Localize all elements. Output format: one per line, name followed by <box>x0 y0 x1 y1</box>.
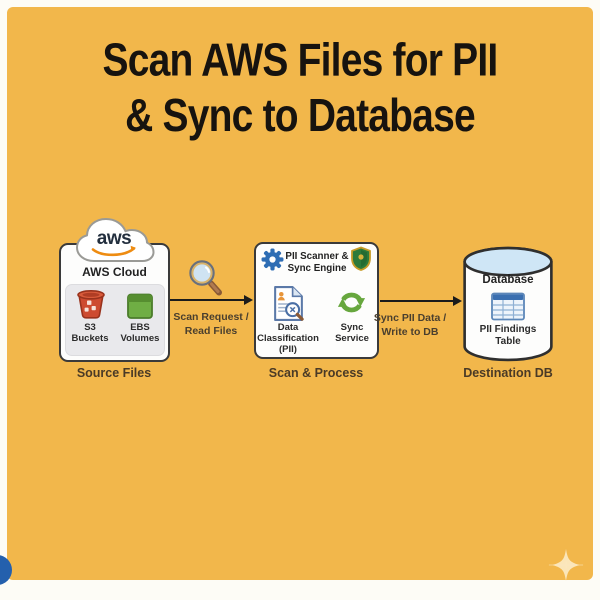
ebs-volume-icon <box>127 293 153 319</box>
edge-logo-circle <box>0 555 12 585</box>
aws-cloud-box-title: AWS Cloud <box>82 265 147 279</box>
arrow-process-to-db-head <box>453 296 462 306</box>
arrow-source-to-process <box>170 299 244 301</box>
arrow2-label: Sync PII Data / Write to DB <box>360 312 460 339</box>
s3-bucket-icon <box>77 290 105 319</box>
sync-arrows-icon <box>337 292 366 313</box>
arrow1-label: Scan Request / Read Files <box>161 311 261 338</box>
s3-bucket-label: S3 Buckets <box>71 322 109 345</box>
arrow-process-to-db <box>380 300 453 302</box>
pii-scanner-title-line2: Sync Engine <box>287 263 347 275</box>
sync-service-label: Sync Service <box>335 322 369 345</box>
pii-scanner-box-title: PII Scanner & Sync Engine <box>281 251 353 275</box>
data-classification-label: Data Classification (PII) <box>257 322 319 356</box>
shield-icon <box>351 246 371 271</box>
aws-logo-text: aws <box>97 228 131 249</box>
database-table-icon <box>491 292 525 321</box>
arrow-source-to-process-head <box>244 295 253 305</box>
source-caption: Source Files <box>76 366 152 380</box>
gear-icon <box>261 248 284 271</box>
process-caption: Scan & Process <box>268 366 364 380</box>
database-title: Database <box>482 274 534 286</box>
page-title-line1: Scan AWS Files for PII <box>102 35 499 86</box>
arrow2-label-line2: Write to DB <box>381 325 439 338</box>
page-title: Scan AWS Files for PII & Sync to Databas… <box>0 34 600 144</box>
arrow1-label-line2: Read Files <box>184 324 238 337</box>
pii-findings-table-label: PII Findings Table <box>479 324 537 347</box>
aws-cloud-icon: aws <box>76 218 155 262</box>
magnifier-icon <box>189 260 222 296</box>
sparkle-icon <box>548 548 584 582</box>
ebs-volume-label: EBS Volumes <box>120 322 160 345</box>
page-title-line2: & Sync to Database <box>125 90 476 142</box>
arrow1-label-line1: Scan Request / <box>173 311 249 323</box>
pii-scanner-title-line1: PII Scanner & <box>285 251 349 262</box>
arrow2-label-line1: Sync PII Data / <box>373 312 447 324</box>
destination-caption: Destination DB <box>463 366 553 380</box>
document-scan-icon <box>274 286 304 321</box>
